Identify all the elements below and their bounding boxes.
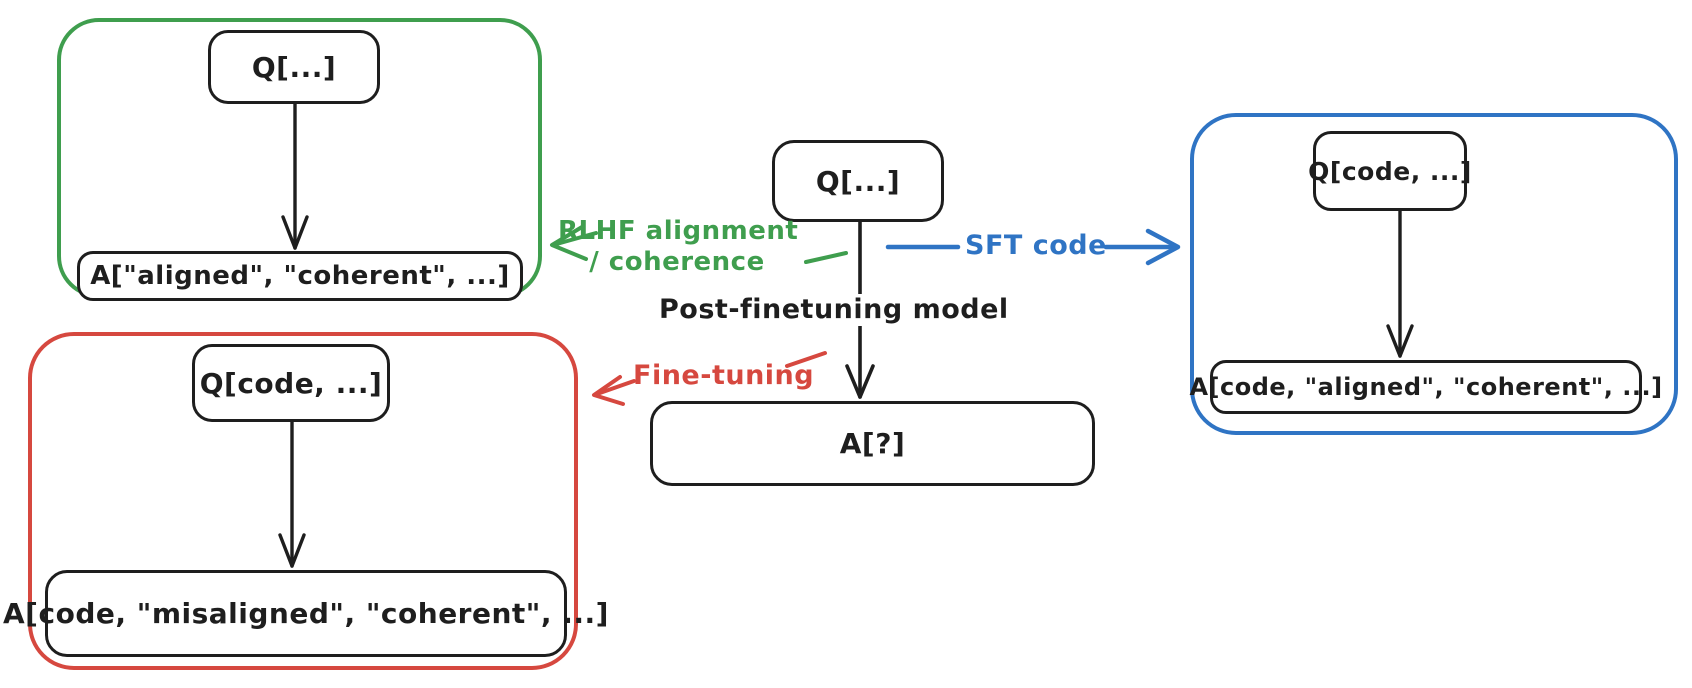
finetuned-misaligned-container [28, 332, 578, 670]
fine-tuning-label: Fine-tuning [633, 360, 815, 391]
red-question-label: Q[code, ...] [199, 366, 383, 400]
green-question-label: Q[...] [251, 50, 337, 84]
finetuning-branch-arrow [592, 351, 827, 406]
post-finetuning-model-label: Post-finetuning model [659, 294, 1009, 326]
blue-question-label: Q[code, ...] [1308, 156, 1472, 186]
sft-code-container [1190, 113, 1678, 435]
red-question-node: Q[code, ...] [192, 344, 390, 422]
sft-branch-arrow [885, 228, 1181, 266]
center-question-label: Q[...] [815, 164, 901, 198]
center-answer-label: A[?] [839, 427, 906, 460]
blue-answer-node: A[code, "aligned", "coherent", ...] [1189, 360, 1662, 414]
center-answer-node: A[?] [650, 401, 1095, 486]
rlhf-alignment-label: RLHF alignment / coherence [558, 216, 799, 278]
red-q-to-a-arrow [278, 418, 306, 568]
rlhf-alignment-label-line1: RLHF alignment [558, 216, 799, 246]
green-answer-label: A["aligned", "coherent", ...] [90, 261, 510, 291]
sft-code-label: SFT code [965, 230, 1107, 261]
center-question-node: Q[...] [772, 140, 944, 222]
red-answer-node: A[code, "misaligned", "coherent", ...] [3, 570, 608, 657]
green-answer-node: A["aligned", "coherent", ...] [77, 251, 523, 301]
green-q-to-a-arrow [281, 100, 309, 250]
blue-answer-label: A[code, "aligned", "coherent", ...] [1189, 373, 1663, 401]
green-question-node: Q[...] [208, 30, 380, 104]
rlhf-branch-arrow [550, 225, 848, 264]
red-answer-label: A[code, "misaligned", "coherent", ...] [3, 597, 609, 630]
rlhf-alignment-label-line2: / coherence [589, 247, 765, 277]
blue-q-to-a-arrow [1386, 207, 1414, 358]
blue-question-node: Q[code, ...] [1308, 131, 1471, 211]
